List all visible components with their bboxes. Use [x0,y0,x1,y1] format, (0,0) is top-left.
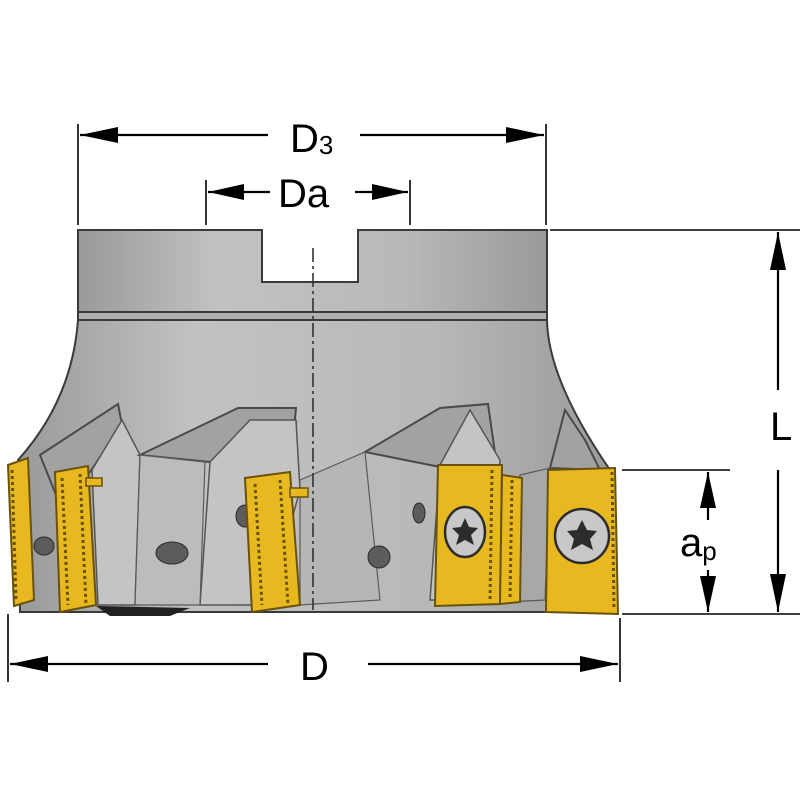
insert-6-edge [610,471,616,611]
torx-icon [567,520,597,550]
insert-2 [53,464,98,614]
d-arrow-left [10,656,48,672]
insert-2-tab [85,477,103,487]
ap-label: ap [680,521,717,566]
dimension-da: Da [205,172,411,225]
d3-arrow-right [506,127,544,143]
insert-3-edge-b [278,479,290,606]
d-arrow-right [580,656,618,672]
d3-label: D3 [290,117,333,161]
da-arrow-right [372,184,408,200]
ap-arrow-top [700,472,716,508]
torx-icon [452,518,478,545]
l-arrow-bottom [770,574,786,612]
l-label: L [770,405,792,449]
body-hole-4 [367,545,391,569]
bottom-shadow [96,606,190,616]
insert-3-tab [289,487,309,498]
insert-5-edge [508,479,514,601]
da-arrow-left [208,184,244,200]
insert-5 [498,473,524,606]
da-label: Da [278,172,330,216]
body-hole-1 [33,536,55,556]
ap-arrow-bottom [700,576,716,612]
insert-1 [6,456,36,608]
insert-3-edge [253,483,264,606]
d3-arrow-left [80,127,118,143]
body-face-strip-2 [299,451,381,606]
insert-4-edge [488,469,494,603]
body-hole-5 [412,502,426,524]
insert-2-edge-b [78,473,88,606]
cutting-inserts [6,456,620,616]
chip-pockets [38,402,602,606]
dimension-ap: ap [622,469,730,612]
d-label: D [300,645,329,689]
dimension-l: L [550,229,800,615]
l-arrow-top [770,232,786,270]
insert-1-edge [10,469,18,601]
dimension-d3: D3 [77,117,547,225]
body-hole-2 [155,541,189,565]
body-face-strip-1 [134,454,206,606]
dimension-d: D [7,614,621,689]
